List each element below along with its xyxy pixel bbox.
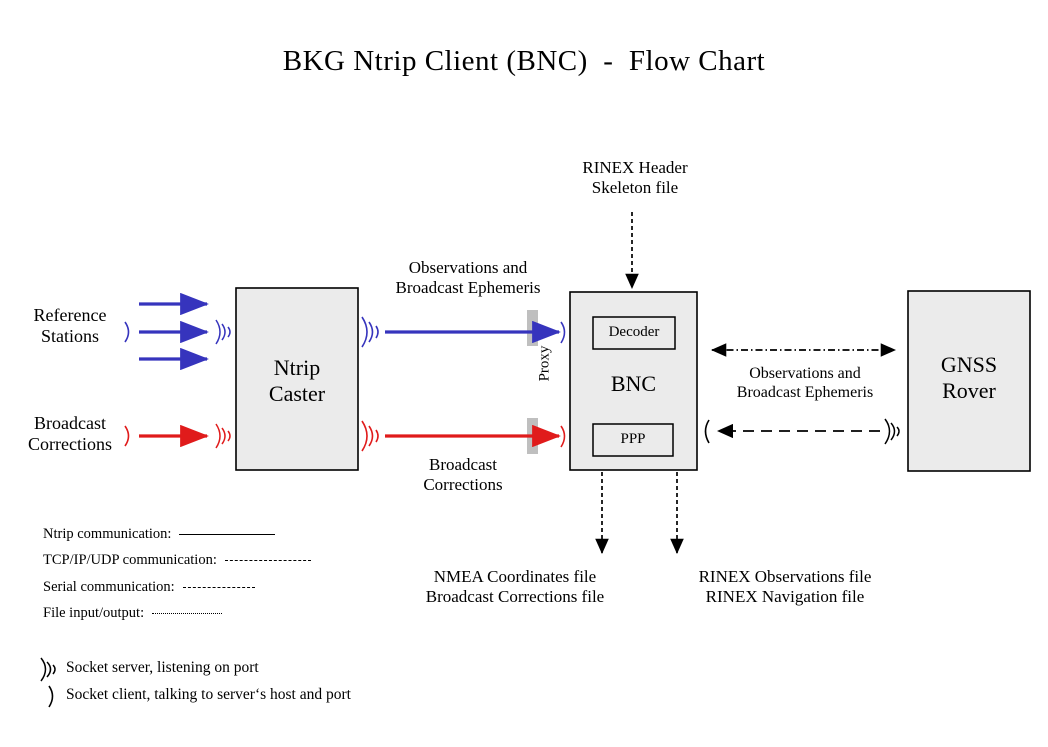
legend-label-ntrip: Ntrip communication: — [43, 526, 172, 542]
socket-server-icon — [215, 319, 231, 345]
node-gnss-rover — [907, 290, 1031, 472]
legend-label-serial: Serial communication: — [43, 579, 175, 595]
legend-item-serial: Serial communication: — [43, 579, 255, 596]
socket-client-icon — [560, 321, 566, 344]
edge-reference-stations-to-caster — [139, 292, 209, 371]
legend-item-ntrip: Ntrip communication: — [43, 526, 276, 543]
socket-client-icon — [124, 321, 130, 343]
node-bnc — [569, 291, 698, 471]
legend-line-dashed — [224, 560, 311, 562]
legend-line-dash-dot — [182, 587, 255, 589]
socket-client-icon — [560, 425, 566, 448]
legend-label-fileio: File input/output: — [43, 605, 145, 621]
label-proxy: Proxy — [536, 345, 553, 382]
socket-client-icon — [124, 425, 130, 447]
legend-item-fileio: File input/output: — [43, 605, 223, 622]
socket-server-icon — [215, 423, 231, 449]
legend-label-tcpip: TCP/IP/UDP communication: — [43, 552, 217, 568]
legend-socket-server: Socket server, listening on port — [66, 659, 259, 676]
legend-socket-client: Socket client, talking to server‘s host … — [66, 686, 351, 703]
socket-server-icon — [40, 657, 56, 682]
socket-client-icon — [704, 419, 710, 444]
socket-client-icon — [48, 685, 54, 708]
node-bnc-ppp — [592, 423, 674, 457]
socket-server-icon — [361, 420, 379, 452]
label-bnc-ppp: PPP — [620, 431, 646, 447]
page-title: BKG Ntrip Client (BNC) - Flow Chart — [282, 45, 766, 77]
label-bnc-decoder: Decoder — [608, 324, 660, 340]
socket-server-icon — [361, 316, 379, 348]
legend-item-tcpip: TCP/IP/UDP communication: — [43, 552, 311, 569]
label-bnc: BNC — [610, 371, 657, 396]
legend-line-dotted — [152, 613, 223, 615]
socket-server-icon — [884, 418, 900, 445]
legend-line-solid — [179, 534, 276, 536]
node-bnc-decoder — [592, 316, 676, 350]
node-ntrip-caster — [235, 287, 359, 471]
